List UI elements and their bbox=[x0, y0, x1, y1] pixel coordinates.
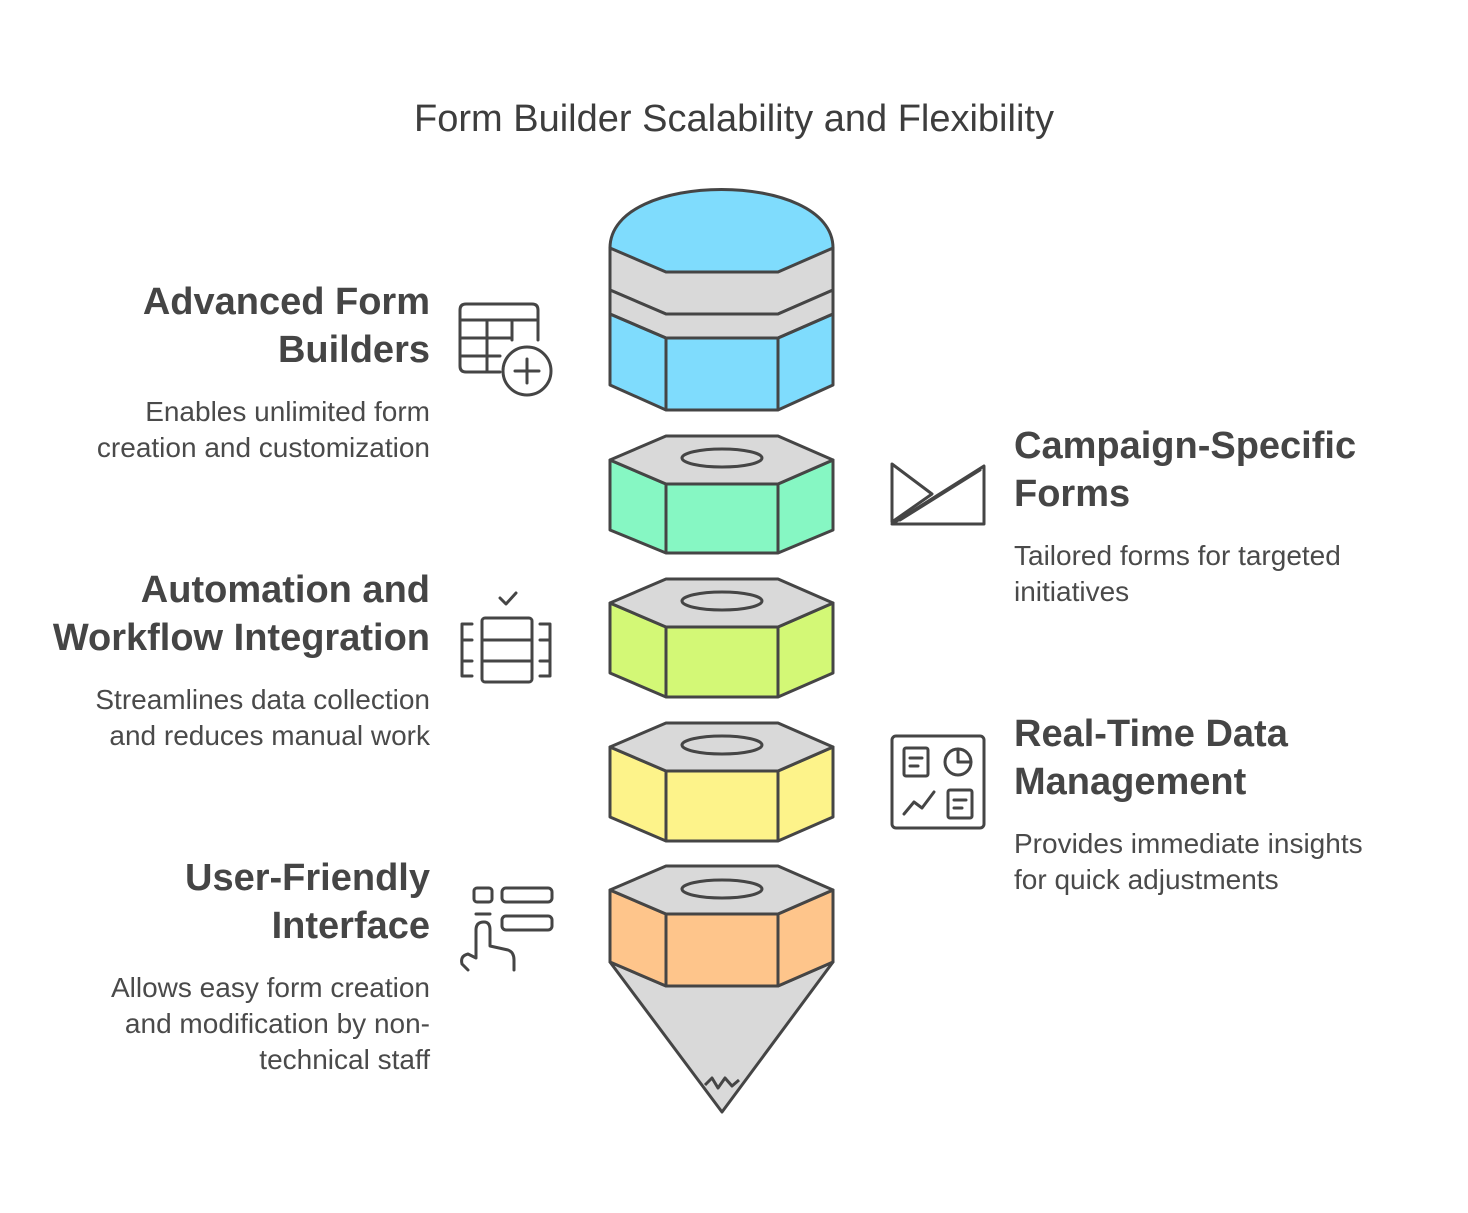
item-heading: Real-Time Data Management bbox=[1014, 713, 1288, 803]
item-description: Streamlines data collection and reduces … bbox=[95, 684, 430, 751]
item-campaign-specific-forms: Campaign-Specific Forms Tailored forms f… bbox=[1014, 422, 1454, 610]
item-advanced-form-builders: Advanced Form Builders Enables unlimited… bbox=[10, 278, 430, 466]
workflow-checklist-icon bbox=[460, 591, 552, 684]
diagram-title: Form Builder Scalability and Flexibility bbox=[414, 98, 1054, 140]
item-heading: Automation and Workflow Integration bbox=[52, 569, 430, 659]
item-user-friendly-interface: User-Friendly Interface Allows easy form… bbox=[10, 854, 430, 1078]
item-automation-workflow: Automation and Workflow Integration Stre… bbox=[10, 566, 430, 754]
item-description: Enables unlimited form creation and cust… bbox=[96, 396, 430, 463]
campaign-flag-icon bbox=[890, 462, 986, 526]
segment-user-friendly-interface bbox=[608, 864, 835, 1114]
segment-automation-workflow bbox=[608, 577, 835, 699]
item-description: Provides immediate insights for quick ad… bbox=[1014, 828, 1363, 895]
item-heading: Campaign-Specific Forms bbox=[1014, 425, 1357, 515]
item-real-time-data-management: Real-Time Data Management Provides immed… bbox=[1014, 710, 1454, 898]
item-heading: Advanced Form Builders bbox=[142, 281, 430, 371]
item-description: Allows easy form creation and modificati… bbox=[110, 972, 430, 1075]
segment-advanced-form-builders bbox=[608, 188, 835, 412]
dashboard-icon bbox=[890, 734, 986, 830]
segment-campaign-specific-forms bbox=[608, 434, 835, 555]
segment-real-time-data bbox=[608, 721, 835, 843]
table-add-icon bbox=[458, 302, 553, 397]
touch-interface-icon bbox=[460, 886, 554, 972]
item-heading: User-Friendly Interface bbox=[185, 857, 430, 947]
item-description: Tailored forms for targeted initiatives bbox=[1014, 540, 1341, 607]
